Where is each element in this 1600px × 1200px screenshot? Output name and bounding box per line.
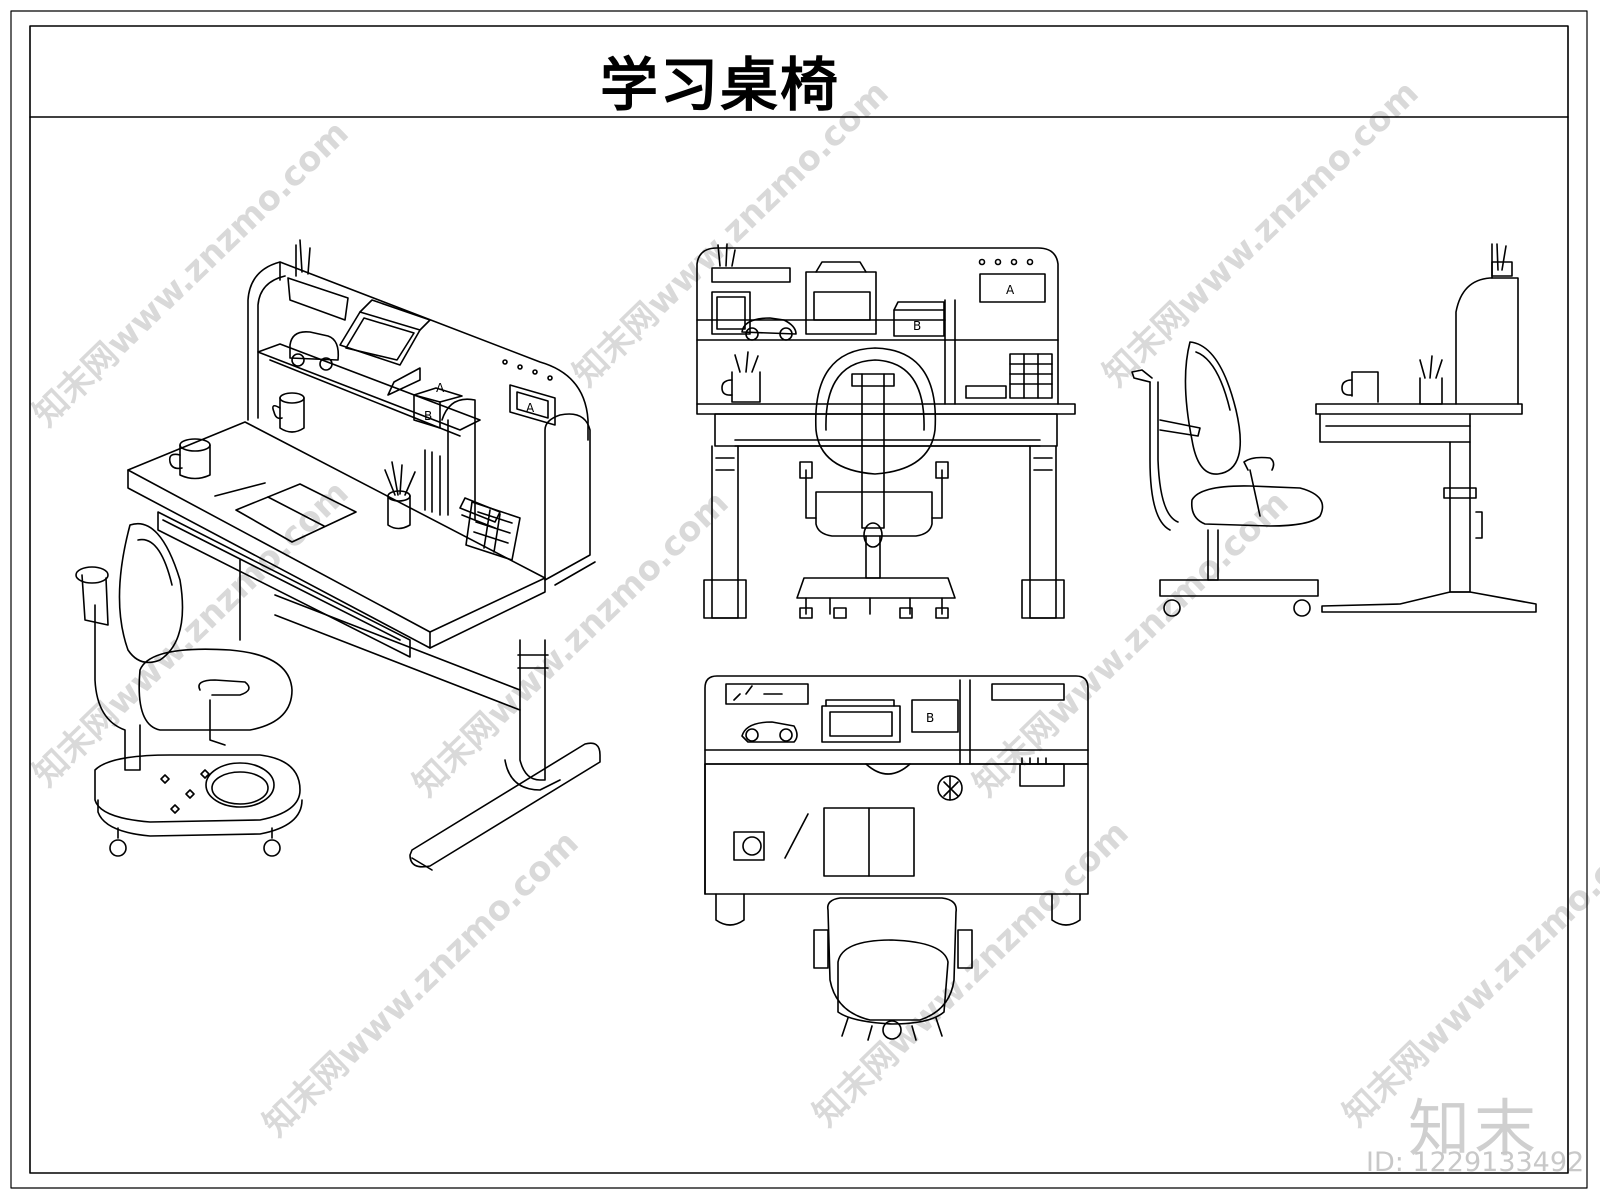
inner-frame xyxy=(29,25,1569,1174)
label-a: A xyxy=(526,401,535,415)
top-view: B xyxy=(704,675,1089,1041)
label-b: B xyxy=(424,409,432,423)
label-a: A xyxy=(436,381,445,395)
id-label: ID: 1229133492 xyxy=(1366,1147,1585,1178)
label-a: A xyxy=(1006,283,1015,297)
page-title: 学习桌椅 xyxy=(600,51,841,119)
label-b: B xyxy=(913,319,921,333)
front-view: B A xyxy=(696,243,1076,619)
side-view xyxy=(1131,243,1537,617)
isometric-view: B A A xyxy=(75,239,601,871)
outer-frame xyxy=(10,10,1588,1189)
label-b: B xyxy=(926,711,934,725)
brand-logo: 知末 xyxy=(1408,1092,1541,1165)
